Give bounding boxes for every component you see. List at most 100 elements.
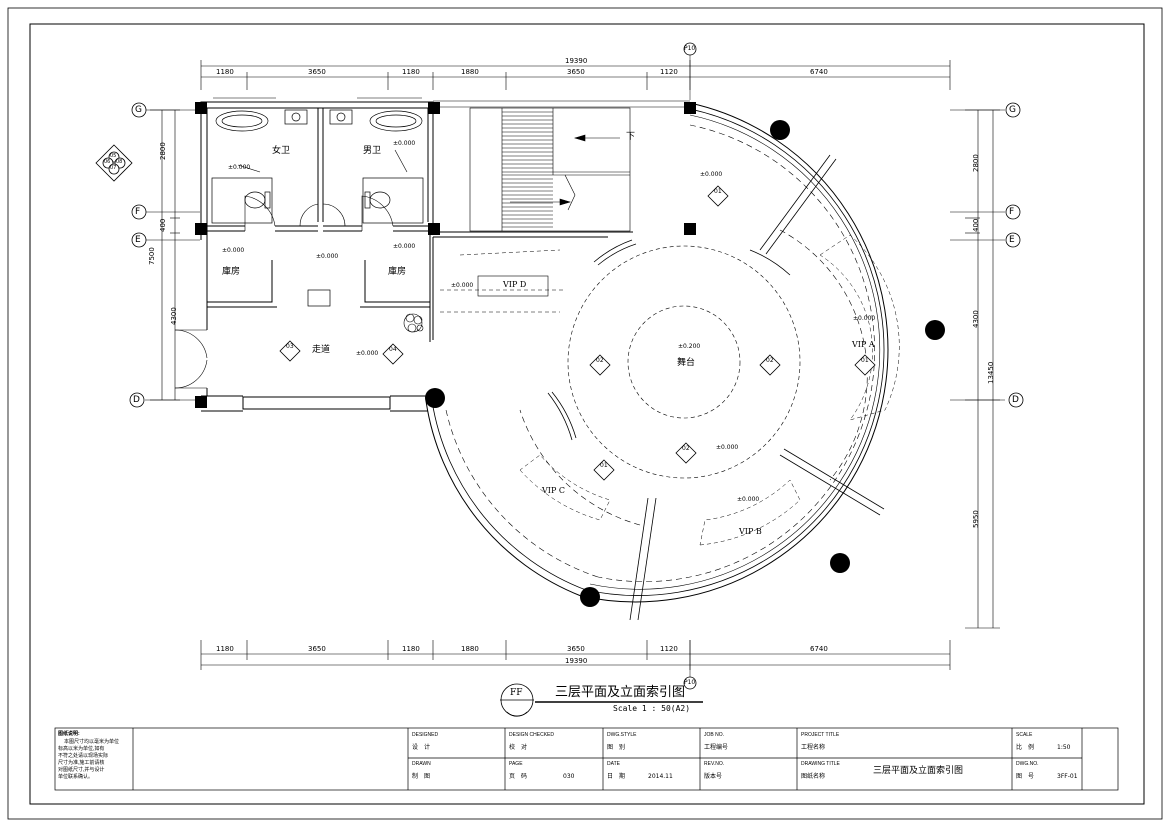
grid-label-f-left: F bbox=[135, 207, 141, 217]
room-male-wc: 男卫 bbox=[363, 146, 382, 156]
dim-bottom-3: 1180 bbox=[402, 645, 420, 653]
windows-top bbox=[213, 97, 690, 108]
tb-note-4: 尺寸为准,施工前请核 bbox=[58, 760, 105, 766]
walls-left bbox=[200, 101, 434, 412]
tb-drawing-title-label: DRAWING TITLE bbox=[801, 761, 840, 767]
level-storage-right: ±0.000 bbox=[393, 243, 416, 250]
tb-scale-label: SCALE bbox=[1016, 732, 1033, 738]
dim-bottom-5: 3650 bbox=[567, 645, 585, 653]
tb-design-checked-label: DESIGN CHECKED bbox=[509, 732, 555, 738]
title-block bbox=[54, 727, 1119, 791]
grid-lines bbox=[145, 55, 1005, 680]
grid-label-e-left: E bbox=[135, 235, 141, 245]
dim-top-2: 3650 bbox=[308, 68, 326, 76]
room-corridor: 走道 bbox=[312, 345, 331, 355]
level-corridor-top: ±0.000 bbox=[316, 253, 339, 260]
marker-02-right: 02 bbox=[766, 357, 774, 364]
grid-label-p10-top: P10 bbox=[684, 45, 696, 52]
grid-label-d-right: D bbox=[1012, 395, 1019, 405]
room-vip-c: VIP C bbox=[542, 486, 565, 495]
dimension-right bbox=[965, 109, 1000, 629]
level-corridor: ±0.000 bbox=[356, 350, 379, 357]
dim-top-3: 1180 bbox=[402, 68, 420, 76]
level-vip-b-top: ±0.000 bbox=[716, 444, 739, 451]
dim-left-1: 2800 bbox=[159, 142, 167, 160]
tb-rev-no-label: REV.NO. bbox=[704, 761, 725, 767]
level-vip-b: ±0.000 bbox=[737, 496, 760, 503]
tb-notes-title: 图纸说明: bbox=[58, 731, 80, 737]
dim-bottom-1: 1180 bbox=[216, 645, 234, 653]
tb-scale-value: 1:50 bbox=[1057, 744, 1071, 751]
tb-designed-label: DESIGNED bbox=[412, 732, 439, 738]
outer-border bbox=[7, 7, 1163, 820]
room-female-wc: 女卫 bbox=[272, 146, 291, 156]
tb-drawing-title-key: 图纸名称 bbox=[801, 773, 826, 780]
marker-02-bottom: 02 bbox=[682, 445, 690, 452]
marker-03: 03 bbox=[286, 343, 294, 350]
tb-note-6: 单位联系确认。 bbox=[58, 774, 94, 780]
tb-note-5: 对图纸尺寸,并与设计 bbox=[58, 767, 105, 773]
dim-top-6: 1120 bbox=[660, 68, 678, 76]
dim-bottom-2: 3650 bbox=[308, 645, 326, 653]
index-markers bbox=[279, 185, 876, 481]
room-storage-right: 庫房 bbox=[388, 267, 407, 277]
grid-label-p10-bottom: P10 bbox=[684, 679, 696, 686]
dim-right-total: 13450 bbox=[987, 361, 995, 384]
tb-drawing-title-value: 三层平面及立面索引图 bbox=[873, 766, 964, 776]
room-stage: 舞台 bbox=[677, 358, 696, 368]
tb-drawn-value: 制 图 bbox=[412, 773, 431, 780]
dim-top-1: 1180 bbox=[216, 68, 234, 76]
tb-note-2: 标高以米为单位,如有 bbox=[58, 746, 105, 752]
level-vip-a: ±0.000 bbox=[853, 315, 876, 322]
marker-01-top: 01 bbox=[714, 188, 722, 195]
tb-dwg-style-label: DWG.STYLE bbox=[607, 732, 637, 738]
tb-note-3: 不符之处请以现场实际 bbox=[58, 753, 109, 759]
marker-01-vip-c: 01 bbox=[600, 462, 608, 469]
level-storage-left: ±0.000 bbox=[222, 247, 245, 254]
dim-left-3: 4300 bbox=[170, 307, 178, 325]
marker-04: 04 bbox=[389, 346, 397, 353]
marker-05: 05 bbox=[110, 153, 117, 159]
grid-label-e-right: E bbox=[1009, 235, 1015, 245]
tb-date-label: DATE bbox=[607, 761, 620, 767]
dim-left-2: 400 bbox=[159, 218, 167, 232]
tb-page-value: 030 bbox=[563, 773, 575, 780]
dim-bottom-7: 6740 bbox=[810, 645, 828, 653]
plant-icon bbox=[403, 313, 424, 333]
walls-center bbox=[429, 231, 633, 342]
tb-note-1: 本图尺寸均以毫米为单位 bbox=[64, 739, 120, 745]
dim-top-5: 3650 bbox=[567, 68, 585, 76]
tb-dwg-no-key: 图 号 bbox=[1016, 773, 1035, 780]
dim-right-2: 400 bbox=[972, 218, 980, 232]
level-wc-right: ±0.000 bbox=[393, 140, 416, 147]
drawing-scale: Scale 1 : 50(A2) bbox=[613, 704, 691, 713]
grid-label-d-left: D bbox=[133, 395, 140, 405]
dim-top-overall: 19390 bbox=[565, 57, 588, 65]
dim-right-4: 5950 bbox=[972, 510, 980, 528]
columns bbox=[195, 102, 945, 607]
title-symbol bbox=[500, 683, 703, 717]
stair-down-label: 下 bbox=[626, 132, 636, 142]
marker-02-left: 02 bbox=[596, 357, 604, 364]
level-stage: ±0.200 bbox=[678, 343, 701, 350]
dim-right-3: 4300 bbox=[972, 310, 980, 328]
grid-label-g-left: G bbox=[135, 105, 142, 115]
level-wc-left: ±0.000 bbox=[228, 164, 251, 171]
room-vip-b: VIP B bbox=[739, 527, 762, 536]
tb-date-key: 日 期 bbox=[607, 773, 626, 780]
tb-scale-key: 比 例 bbox=[1016, 744, 1035, 751]
tb-rev-no-value: 版本号 bbox=[704, 773, 723, 780]
drawing-title: 三层平面及立面索引图 bbox=[555, 685, 686, 700]
inner-border bbox=[29, 23, 1145, 805]
tb-dwg-no-value: 3FF-01 bbox=[1057, 773, 1078, 780]
tb-design-checked-value: 校 对 bbox=[509, 744, 528, 751]
marker-07: 07 bbox=[110, 165, 117, 171]
dimension-bottom bbox=[200, 640, 951, 670]
tb-job-no-label: JOB NO. bbox=[704, 732, 725, 738]
title-symbol-code: FF bbox=[510, 688, 523, 698]
tb-page-key: 页 码 bbox=[509, 773, 528, 780]
dim-bottom-4: 1880 bbox=[461, 645, 479, 653]
elevation-marker-cluster bbox=[95, 144, 133, 182]
room-vip-d: VIP D bbox=[503, 280, 527, 289]
